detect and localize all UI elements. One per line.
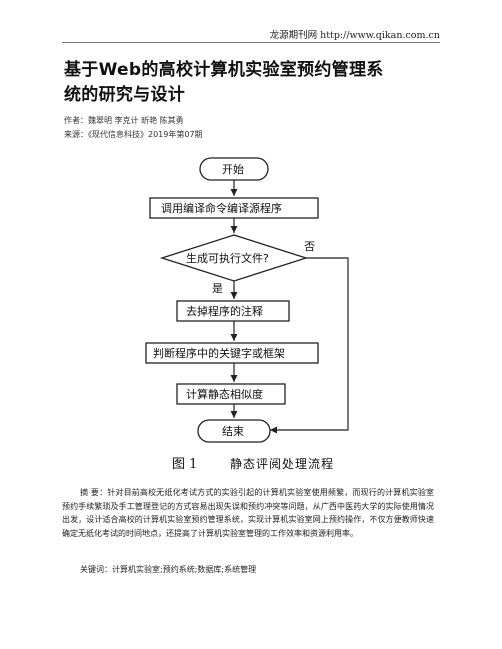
authors: 作者：魏翠明 李克计 昕艳 陈其勇 <box>64 116 184 125</box>
decision-label: 生成可执行文件? <box>186 251 269 265</box>
step-keywords-label: 判断程序中的关键字或框架 <box>153 346 285 360</box>
title-line-1: 基于Web的高校计算机实验室预约管理系 <box>64 60 384 80</box>
figure-caption: 静态评阅处理流程 <box>230 456 334 471</box>
figure-number: 图 1 <box>172 457 197 472</box>
step-remove-comments-label: 去掉程序的注释 <box>186 304 263 318</box>
end-terminal <box>197 419 271 443</box>
end-label: 结束 <box>222 425 244 438</box>
abstract: 摘 要：针对目前高校无纸化考试方式的实验引起的计算机实验室使用频繁，而现行的计算… <box>62 488 434 538</box>
flowchart: 开始 调用编译命令编译源程序 生成可执行文件? 否 是 去掉程序的注释 判断程序… <box>145 157 349 472</box>
no-label: 否 <box>304 240 315 253</box>
header-source: 龙源期刊网 http://www.qikan.com.cn <box>269 30 440 41</box>
title-line-2: 统的研究与设计 <box>64 85 186 105</box>
yes-label: 是 <box>212 282 223 295</box>
step-similarity <box>176 383 286 405</box>
journal-source: 来源：《现代信息科技》2019年第07期 <box>64 130 203 139</box>
no-branch-line <box>270 257 349 434</box>
step-similarity-label: 计算静态相似度 <box>186 387 263 401</box>
step-keywords <box>145 342 319 364</box>
start-label: 开始 <box>222 162 244 176</box>
keywords: 关键词：计算机实验室;预约系统;数据库;系统管理 <box>80 565 257 574</box>
header-rule <box>62 42 440 43</box>
step-remove-comments <box>176 300 290 322</box>
article-title: 基于Web的高校计算机实验室预约管理系 统的研究与设计 <box>64 58 444 108</box>
step-compile-label: 调用编译命令编译源程序 <box>161 201 282 215</box>
